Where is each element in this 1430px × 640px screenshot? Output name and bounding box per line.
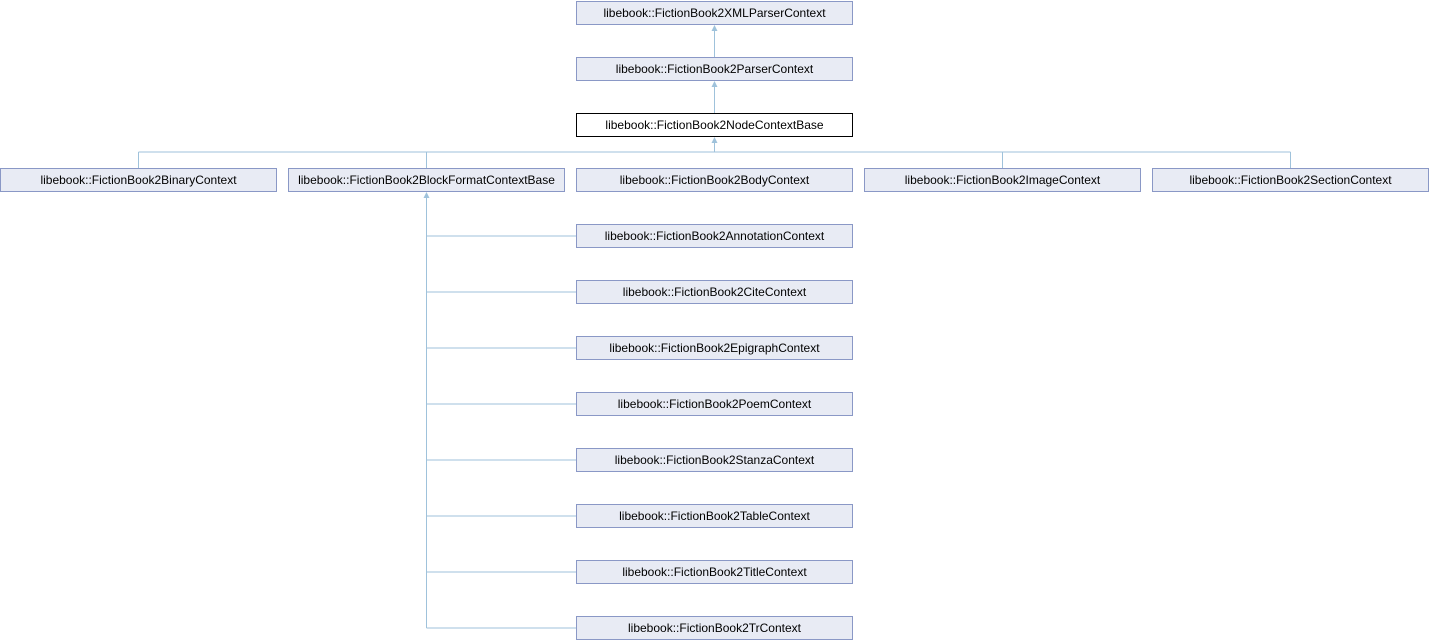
children-arrow: [711, 137, 718, 143]
grandchildren-arrow: [423, 192, 430, 198]
class-node-tr-context[interactable]: libebook::FictionBook2TrContext: [576, 616, 853, 640]
class-node-annotation-context[interactable]: libebook::FictionBook2AnnotationContext: [576, 224, 853, 248]
inheritance-arrow: [711, 25, 718, 31]
class-node-title-context[interactable]: libebook::FictionBook2TitleContext: [576, 560, 853, 584]
class-node-poem-context[interactable]: libebook::FictionBook2PoemContext: [576, 392, 853, 416]
inheritance-arrow: [711, 81, 718, 87]
class-node-section-context[interactable]: libebook::FictionBook2SectionContext: [1152, 168, 1429, 192]
class-node-block-format-context-base[interactable]: libebook::FictionBook2BlockFormatContext…: [288, 168, 565, 192]
class-node-xmlparser-context[interactable]: libebook::FictionBook2XMLParserContext: [576, 1, 853, 25]
class-node-epigraph-context[interactable]: libebook::FictionBook2EpigraphContext: [576, 336, 853, 360]
class-node-node-context-base: libebook::FictionBook2NodeContextBase: [576, 113, 853, 137]
class-node-stanza-context[interactable]: libebook::FictionBook2StanzaContext: [576, 448, 853, 472]
class-node-cite-context[interactable]: libebook::FictionBook2CiteContext: [576, 280, 853, 304]
class-node-parser-context[interactable]: libebook::FictionBook2ParserContext: [576, 57, 853, 81]
class-node-binary-context[interactable]: libebook::FictionBook2BinaryContext: [0, 168, 277, 192]
class-node-table-context[interactable]: libebook::FictionBook2TableContext: [576, 504, 853, 528]
class-node-body-context[interactable]: libebook::FictionBook2BodyContext: [576, 168, 853, 192]
class-node-image-context[interactable]: libebook::FictionBook2ImageContext: [864, 168, 1141, 192]
